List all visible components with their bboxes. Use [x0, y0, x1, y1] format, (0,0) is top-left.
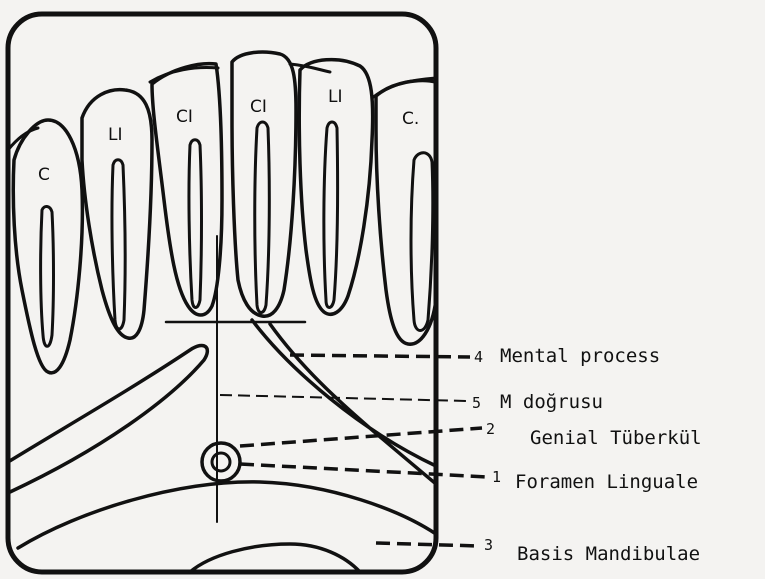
callout-number-3: 3: [484, 536, 493, 554]
leader-line-5: [220, 395, 468, 401]
callout-m-dogrusu: M doğrusu: [500, 391, 603, 413]
tooth-central-incisor-left: [152, 64, 222, 315]
foramen-linguale: [212, 453, 230, 471]
callout-number-4: 4: [474, 348, 483, 366]
tooth-label-canine-left: C: [38, 165, 50, 185]
leader-line-2: [240, 428, 482, 446]
tooth-label-lateral-incisor-left: LI: [108, 125, 123, 145]
left-mylohyoid-ridge: [8, 345, 207, 492]
tooth-label-lateral-incisor-right: LI: [328, 87, 343, 107]
leader-line-1: [240, 464, 488, 477]
genial-tubercle: [202, 443, 240, 481]
callout-number-5: 5: [472, 394, 481, 412]
leader-line-4: [290, 355, 470, 357]
basis-mandibulae-inner: [190, 544, 360, 572]
tooth-label-central-incisor-right: CI: [250, 97, 267, 117]
tooth-label-canine-right: C.: [402, 109, 419, 129]
callout-foramen-linguale: Foramen Linguale: [515, 471, 698, 493]
tooth-label-central-incisor-left: CI: [176, 107, 193, 127]
callout-number-2: 2: [486, 420, 495, 438]
callout-basis-mandibulae: Basis Mandibulae: [517, 543, 700, 565]
callout-number-1: 1: [492, 468, 501, 486]
leader-line-3: [376, 543, 480, 546]
callout-mental-process: Mental process: [500, 345, 660, 367]
basis-mandibulae-outer: [18, 482, 436, 548]
callout-genial-tuberkul: Genial Tüberkül: [530, 427, 702, 449]
tooth-central-incisor-right: [232, 52, 296, 316]
tooth-canine-left: [13, 120, 82, 373]
